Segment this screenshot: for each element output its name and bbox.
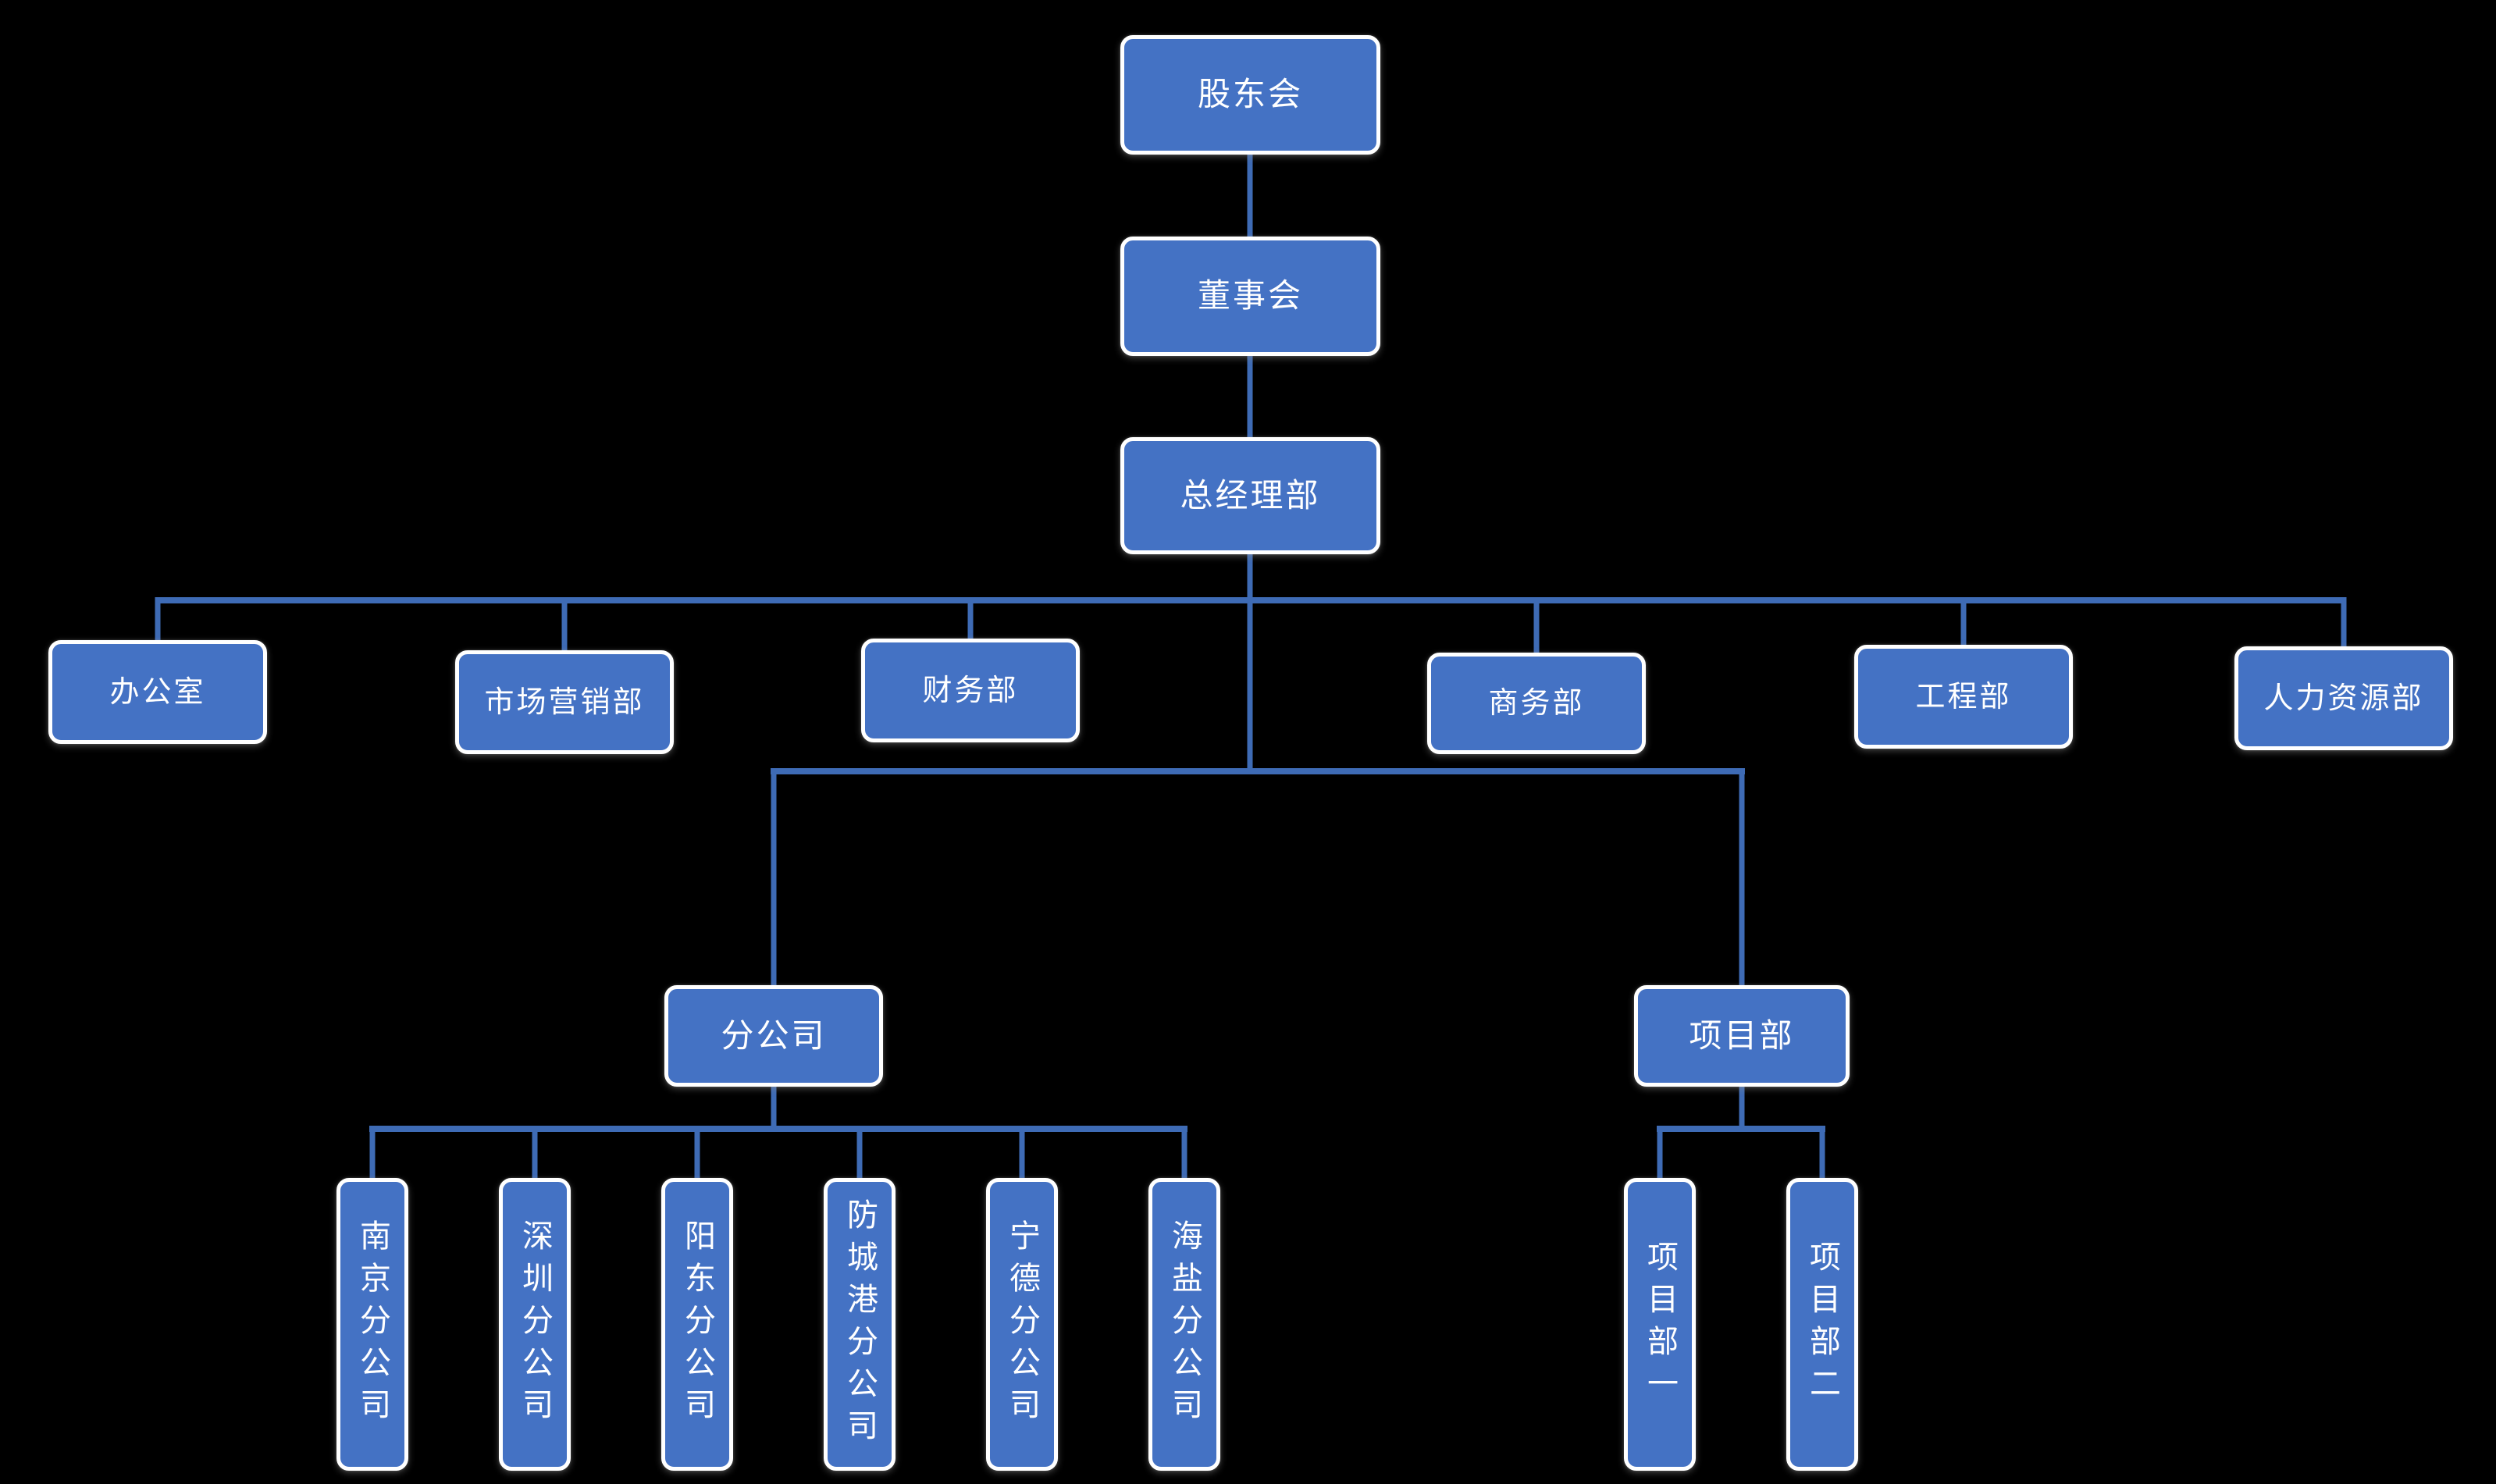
org-node-label: 总经理部 bbox=[1180, 475, 1321, 514]
org-node-label: 商务部 bbox=[1488, 685, 1585, 721]
org-node-label: 分公司 bbox=[721, 1016, 827, 1055]
org-node-label: 项目部 bbox=[1689, 1016, 1795, 1055]
org-node-business[interactable]: 商务部 bbox=[1427, 653, 1646, 754]
org-node-nanjing-branch[interactable]: 南京分公司 bbox=[336, 1178, 408, 1471]
org-node-label: 财务部 bbox=[922, 672, 1019, 707]
org-node-project-two[interactable]: 项目部二 bbox=[1786, 1178, 1858, 1471]
org-node-label: 项目部一 bbox=[1642, 1240, 1678, 1409]
org-node-label: 阳东分公司 bbox=[679, 1219, 715, 1430]
org-node-board[interactable]: 董事会 bbox=[1120, 237, 1380, 356]
org-node-label: 南京分公司 bbox=[354, 1219, 390, 1430]
org-node-yangdong-branch[interactable]: 阳东分公司 bbox=[661, 1178, 733, 1471]
org-node-marketing[interactable]: 市场营销部 bbox=[455, 650, 674, 754]
org-node-label: 董事会 bbox=[1197, 276, 1303, 315]
org-node-project-one[interactable]: 项目部一 bbox=[1624, 1178, 1696, 1471]
org-node-label: 市场营销部 bbox=[484, 684, 645, 719]
org-node-label: 宁德分公司 bbox=[1004, 1219, 1040, 1430]
org-node-label: 办公室 bbox=[109, 674, 206, 709]
org-node-office[interactable]: 办公室 bbox=[48, 640, 267, 744]
org-node-general-manager[interactable]: 总经理部 bbox=[1120, 437, 1380, 554]
org-node-label: 项目部二 bbox=[1804, 1240, 1840, 1409]
org-node-label: 工程部 bbox=[1915, 678, 2012, 714]
org-node-ningde-branch[interactable]: 宁德分公司 bbox=[986, 1178, 1058, 1471]
org-node-finance[interactable]: 财务部 bbox=[861, 639, 1080, 742]
org-node-label: 海盐分公司 bbox=[1166, 1219, 1202, 1430]
org-node-project-dept[interactable]: 项目部 bbox=[1634, 985, 1850, 1087]
org-node-branches[interactable]: 分公司 bbox=[664, 985, 883, 1087]
org-node-label: 深圳分公司 bbox=[517, 1219, 553, 1430]
org-node-label: 股东会 bbox=[1197, 75, 1303, 114]
org-node-shareholders[interactable]: 股东会 bbox=[1120, 35, 1380, 155]
org-node-engineering[interactable]: 工程部 bbox=[1854, 645, 2073, 749]
org-node-hr[interactable]: 人力资源部 bbox=[2234, 646, 2453, 750]
org-node-fangchenggang-branch[interactable]: 防城港分公司 bbox=[824, 1178, 895, 1471]
org-node-shenzhen-branch[interactable]: 深圳分公司 bbox=[499, 1178, 571, 1471]
org-node-haiyan-branch[interactable]: 海盐分公司 bbox=[1148, 1178, 1220, 1471]
org-node-label: 人力资源部 bbox=[2263, 680, 2424, 715]
org-node-label: 防城港分公司 bbox=[842, 1198, 878, 1451]
